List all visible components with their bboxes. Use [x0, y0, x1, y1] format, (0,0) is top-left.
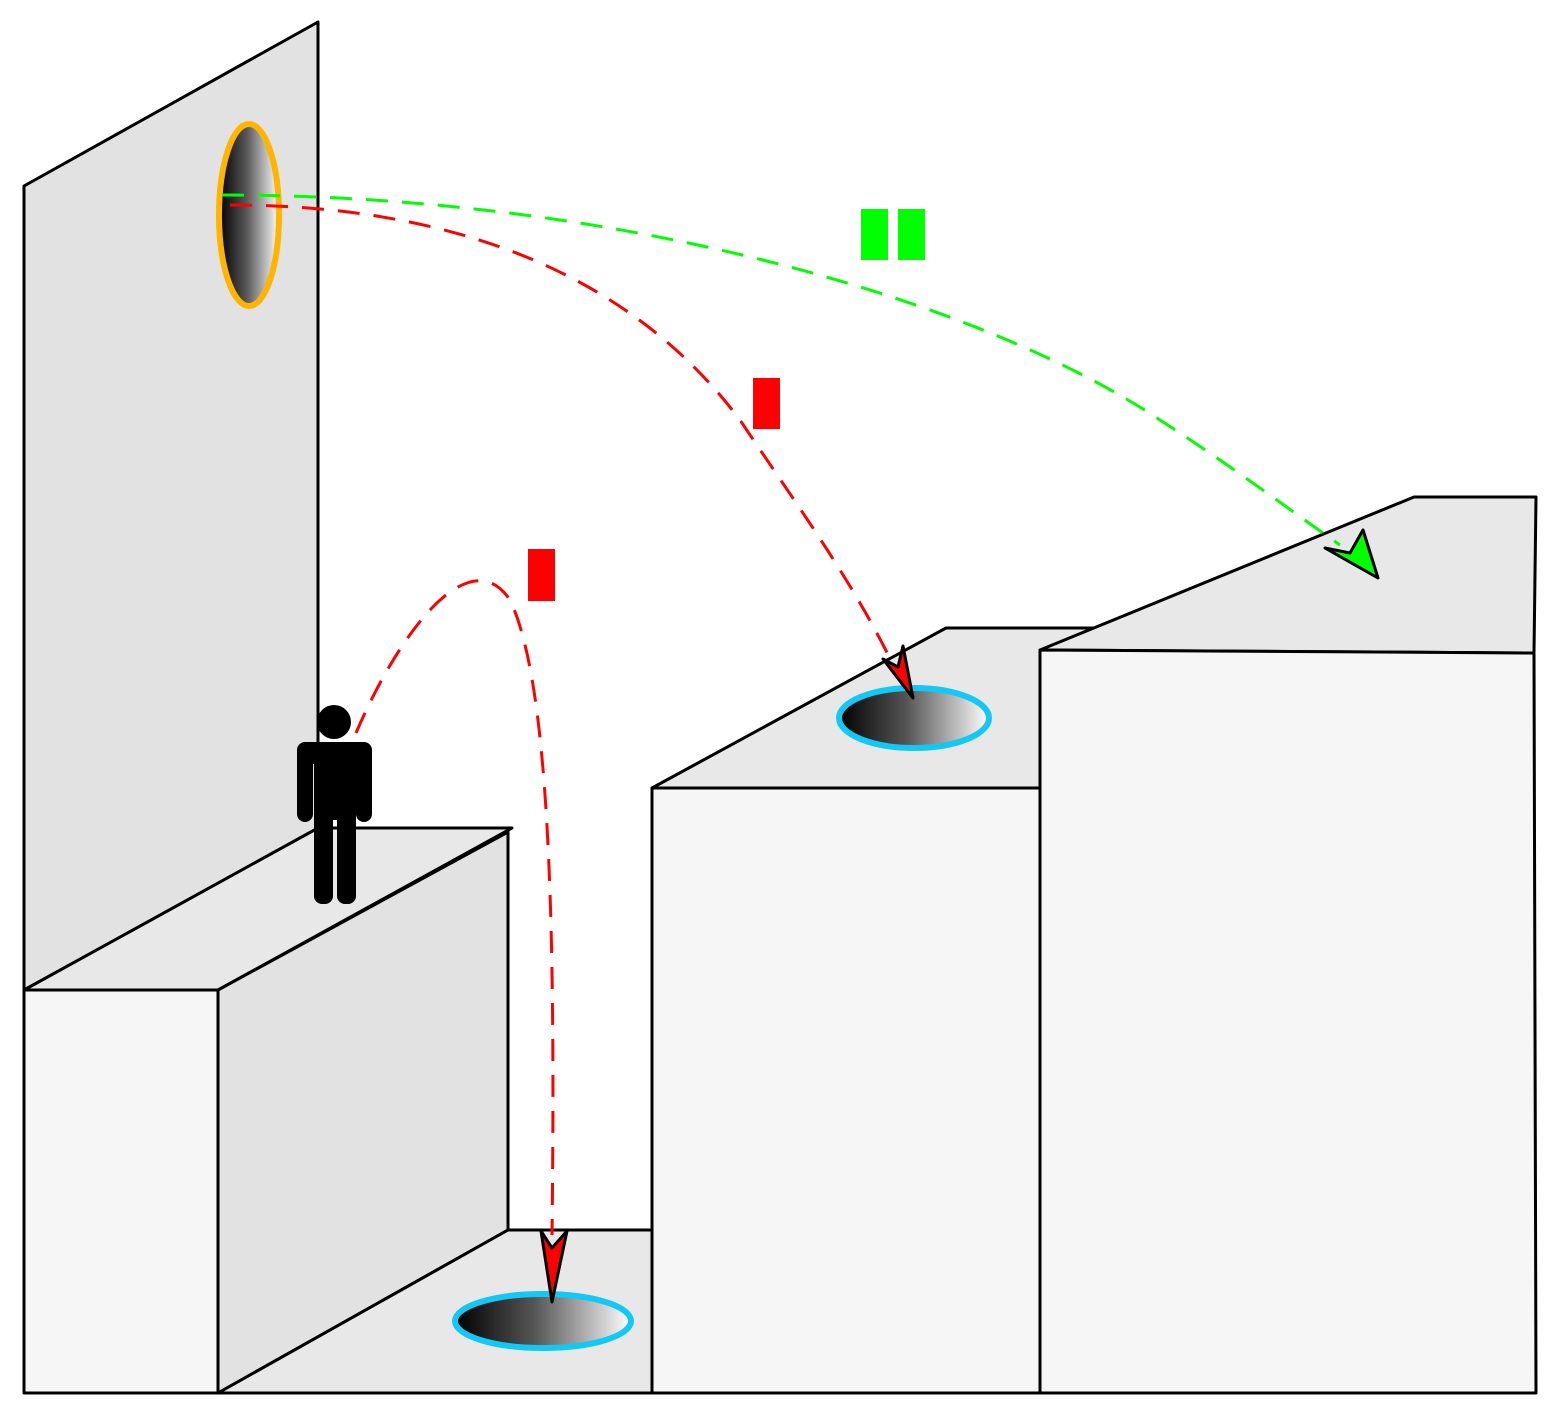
orange-portal — [216, 121, 282, 309]
trajectory-exit-red — [229, 203, 907, 691]
right-block-front — [1038, 648, 1538, 1395]
blue-portal-low — [452, 1291, 634, 1351]
left-block-front — [22, 988, 220, 1395]
right-block-top — [1038, 495, 1538, 655]
arrowhead-icon — [1323, 528, 1380, 580]
middle-block-front — [650, 786, 1042, 1395]
marker-bar-green-2 — [898, 209, 925, 260]
left-block — [22, 826, 514, 1395]
person-icon — [297, 705, 372, 904]
trajectory-jump-red — [354, 579, 555, 1236]
marker-bar-red-low — [528, 549, 555, 601]
arrowhead-icon — [881, 644, 915, 700]
trajectory-exit-green — [221, 193, 1341, 547]
right-block — [1038, 495, 1538, 1395]
blue-portal-high — [836, 685, 992, 751]
marker-bar-green-1 — [861, 209, 888, 260]
marker-bar-red-high — [753, 378, 780, 429]
arrowhead-icon — [539, 1229, 569, 1304]
